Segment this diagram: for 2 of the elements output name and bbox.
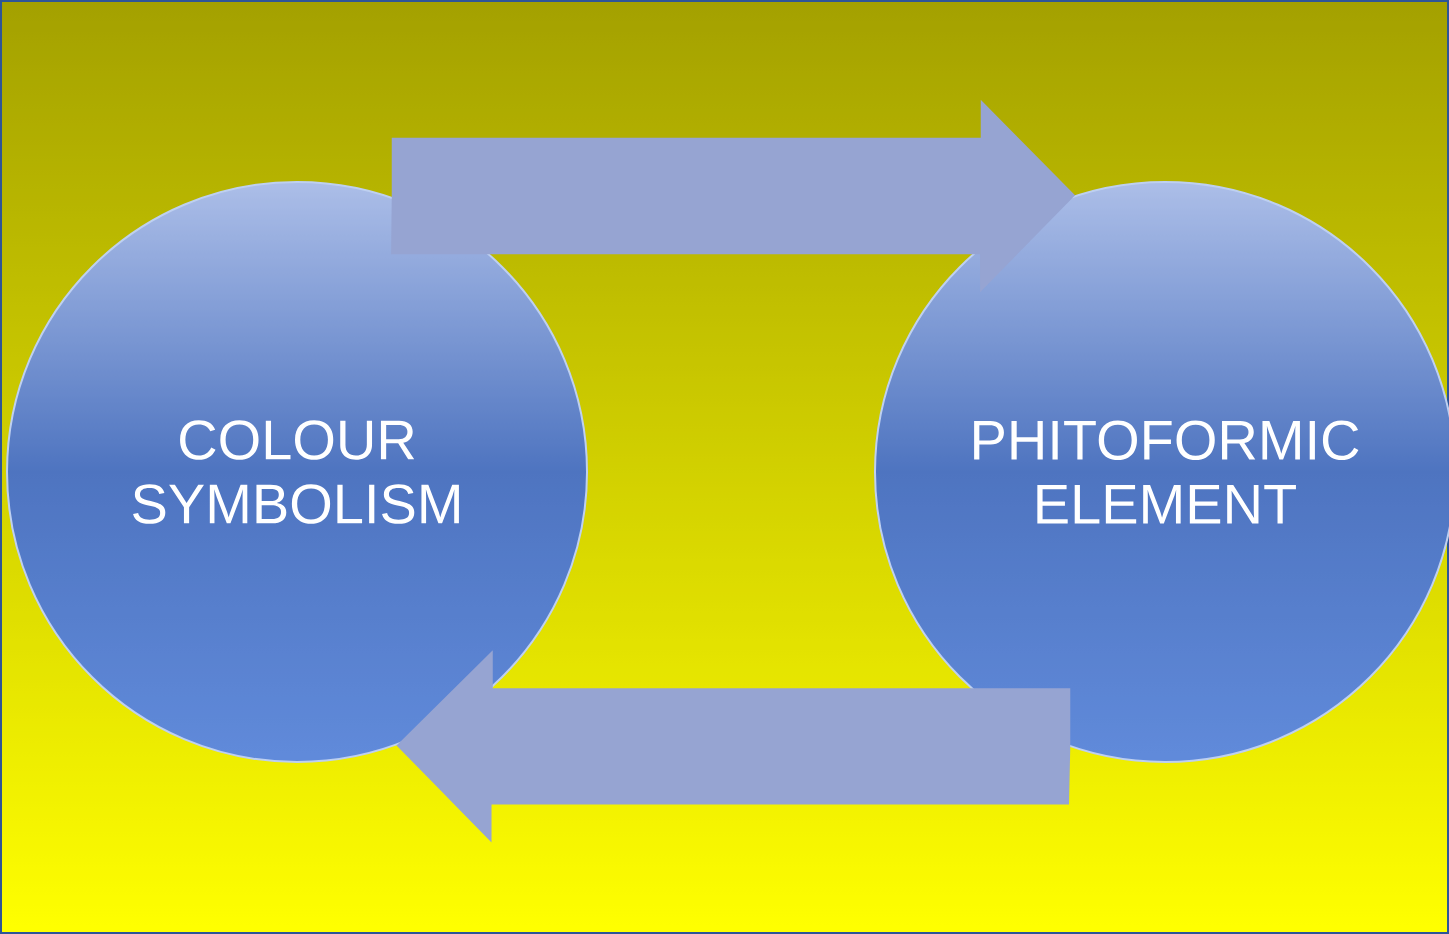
block-arrow xyxy=(391,99,1076,293)
block-arrow xyxy=(396,650,1071,843)
